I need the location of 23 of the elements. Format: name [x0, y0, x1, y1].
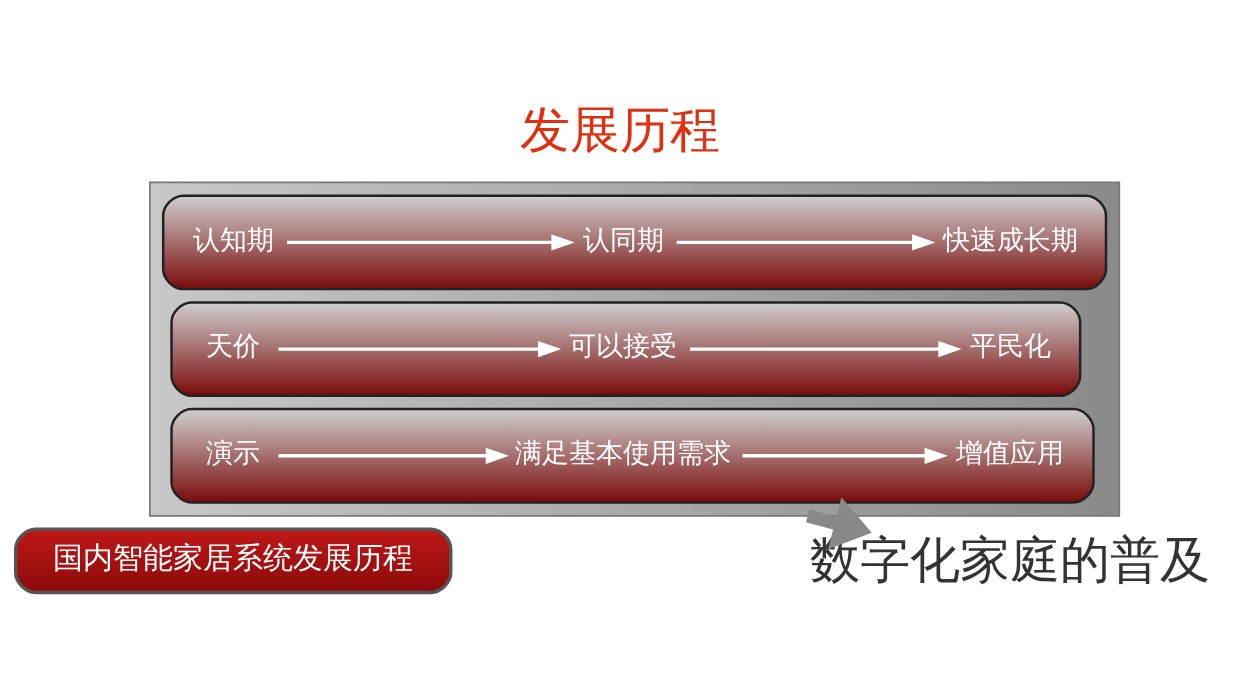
node-text: 演示 [206, 437, 261, 468]
arrow [676, 233, 936, 251]
diagram-title: 发展历程 [520, 100, 720, 159]
arrow [690, 340, 962, 357]
node-text: 快速成长期 [942, 224, 1078, 255]
node-text: 增值应用 [956, 437, 1065, 468]
cluster [161, 193, 1108, 290]
cluster [149, 181, 1121, 517]
node-text: 数字化家庭的普及 [810, 531, 1211, 588]
arrow [278, 340, 562, 357]
node-text: 认同期 [582, 224, 664, 255]
cluster [170, 407, 1095, 504]
arrow [278, 447, 510, 464]
node-text: 可以接受 [569, 330, 678, 361]
node-box: 国内智能家居系统发展历程 [13, 526, 453, 594]
node-text: 认知期 [192, 224, 274, 255]
cluster [170, 300, 1082, 397]
arrow [742, 447, 948, 464]
node-text: 满足基本使用需求 [515, 437, 732, 468]
arrow [805, 496, 872, 549]
arrow [287, 233, 575, 251]
node-text: 天价 [206, 330, 261, 361]
node-text: 平民化 [969, 330, 1051, 361]
